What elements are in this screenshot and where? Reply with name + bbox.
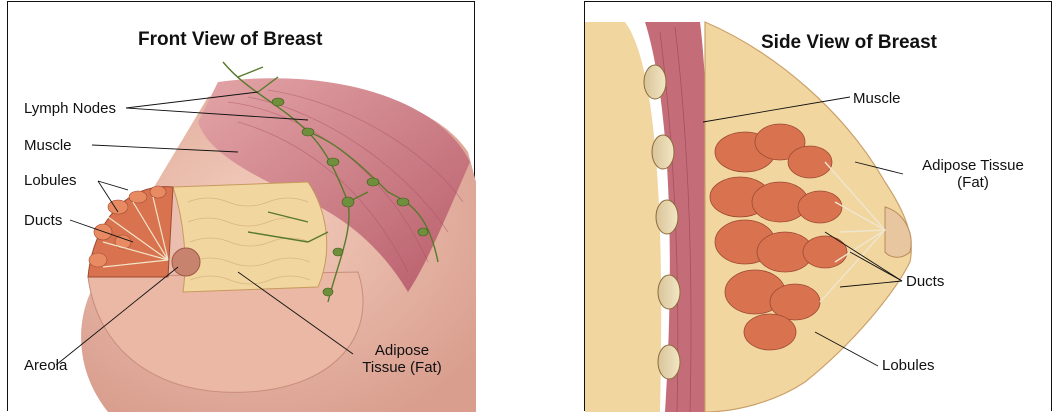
label-side-adipose-tissue: Adipose Tissue (Fat) xyxy=(903,157,1043,191)
label-adipose-line2: Tissue (Fat) xyxy=(346,359,458,376)
label-side-lobules: Lobules xyxy=(882,357,935,374)
label-side-adipose-line1: Adipose Tissue xyxy=(903,157,1043,174)
label-muscle: Muscle xyxy=(24,137,72,154)
label-adipose-tissue: Adipose Tissue (Fat) xyxy=(346,342,458,376)
areola-shape xyxy=(172,248,200,276)
side-view-illustration xyxy=(585,2,1053,412)
label-areola: Areola xyxy=(24,357,67,374)
label-lobules: Lobules xyxy=(24,172,77,189)
front-view-panel: Front View of Breast Lymph Nodes Muscle … xyxy=(7,1,475,411)
side-view-panel: Side View of Breast Muscle Adipose Tissu… xyxy=(584,1,1052,411)
adipose-block xyxy=(173,182,327,292)
label-side-adipose-line2: (Fat) xyxy=(903,174,1043,191)
label-side-muscle: Muscle xyxy=(853,90,901,107)
label-ducts: Ducts xyxy=(24,212,62,229)
side-view-title: Side View of Breast xyxy=(761,32,937,54)
front-view-title: Front View of Breast xyxy=(138,29,322,51)
label-adipose-line1: Adipose xyxy=(346,342,458,359)
label-side-ducts: Ducts xyxy=(906,273,944,290)
side-nipple xyxy=(885,207,911,257)
label-lymph-nodes: Lymph Nodes xyxy=(24,100,116,117)
